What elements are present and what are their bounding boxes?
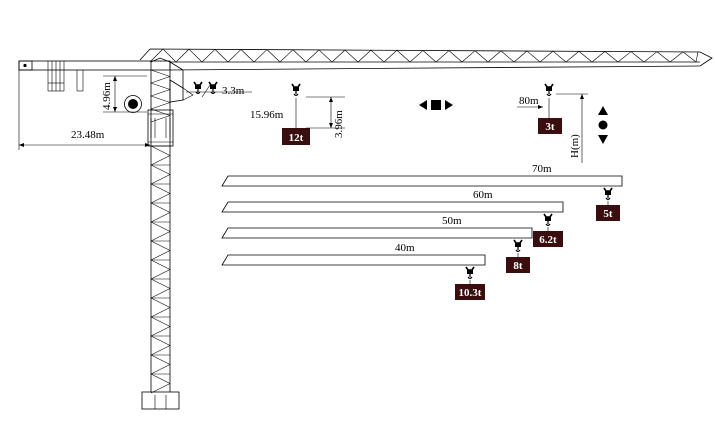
jib-config-3: 50m 8t: [221, 215, 533, 273]
jib-config-load-label: 10.3t: [459, 287, 482, 299]
tip-load-label: 3t: [545, 121, 555, 133]
jib-config-bar: [221, 175, 623, 187]
hook-drop-dimension: 3.96m: [306, 96, 345, 138]
jib-config-length-label: 60m: [473, 189, 493, 201]
tower-mast: [141, 62, 180, 410]
counterweight-height-dimension: 4.96m: [101, 75, 147, 113]
hook-height-dimension: H(m): [556, 93, 588, 163]
jib-config-load-label: 6.2t: [539, 234, 557, 246]
jib-configurations: 70m 5t 60m 6.2t 50m 8t 40m 10.3t: [221, 163, 623, 300]
jib-config-load-box: [533, 231, 563, 247]
max-load-radius-label: 15.96m: [250, 109, 284, 121]
jib-config-load-label: 5t: [603, 208, 613, 220]
jib-config-bar: [221, 201, 564, 213]
jib-config-length-label: 50m: [442, 215, 462, 227]
tip-radius-dimension: 80m: [517, 95, 543, 109]
hook-icon: [603, 187, 613, 201]
hook-icon: [465, 266, 475, 280]
jib-config-length-label: 70m: [532, 163, 552, 175]
hook-height-label: H(m): [569, 134, 581, 158]
tower-head: [150, 57, 194, 103]
tip-radius-label: 80m: [519, 95, 539, 107]
hook-drop-label: 3.96m: [333, 110, 345, 138]
counter-jib-dimension: 23.48m: [19, 129, 150, 147]
main-jib: [139, 48, 713, 71]
jib-config-4: 40m 10.3t: [221, 242, 486, 300]
trolley-icon: [193, 81, 218, 98]
slewing-arrows-icon: [419, 100, 453, 110]
max-load-label: 12t: [289, 132, 304, 144]
jib-config-load-box: [455, 284, 485, 300]
jib-config-2: 60m 6.2t: [221, 189, 564, 247]
counterweight-height-label: 4.96m: [101, 82, 113, 110]
jib-config-load-box: [506, 257, 530, 273]
counter-jib: [18, 60, 171, 150]
max-load-hook: 12t 15.96m: [250, 83, 310, 145]
hook-icon: [513, 239, 523, 253]
slewing-unit: [147, 109, 174, 147]
hook-icon: [543, 213, 553, 227]
tower-base: [141, 391, 180, 410]
jib-config-bar: [221, 254, 486, 266]
trolley-offset-label: 3.3m: [222, 85, 245, 97]
tip-load-box: [538, 118, 562, 134]
tip-load-hook: 3t: [538, 83, 562, 134]
counterweight-blocks: [47, 61, 65, 92]
counter-jib-length-label: 23.48m: [71, 129, 105, 141]
trolley-offset-dimension: 3.3m: [186, 85, 252, 97]
jib-config-load-box: [596, 205, 620, 221]
jib-config-1: 70m 5t: [221, 163, 623, 221]
hoist-arrows-icon: [598, 106, 608, 144]
jib-config-load-label: 8t: [513, 260, 523, 272]
counterweight-icon: [124, 95, 142, 113]
jib-config-bar: [221, 227, 533, 239]
jib-config-length-label: 40m: [395, 242, 415, 254]
max-load-box: [282, 128, 310, 145]
